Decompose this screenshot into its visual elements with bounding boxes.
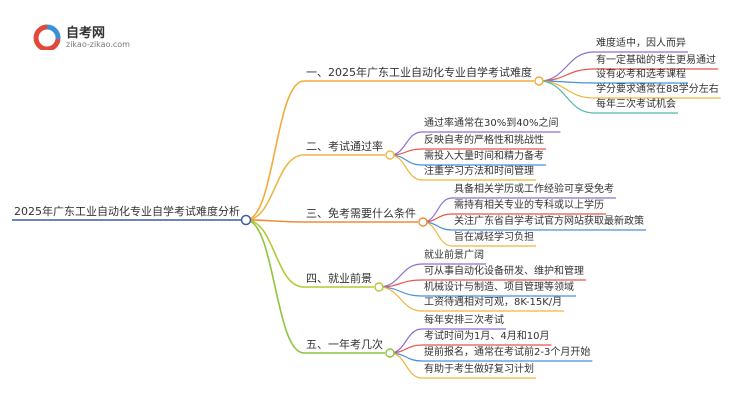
branch-3-connector <box>245 219 305 223</box>
branch-1-leaf-1-connector <box>538 51 595 82</box>
logo-icon <box>33 24 61 50</box>
branch-2-leaf-4: 注重学习方法和时间管理 <box>424 166 534 177</box>
branch-3-label: 三、免考需要什么条件 <box>306 207 416 220</box>
branch-1-label: 一、2025年广东工业自动化专业自学考试难度 <box>306 66 532 79</box>
branch-3-leaf-1: 具备相关学历或工作经验可享受免考 <box>454 184 614 195</box>
branch-4-leaf-3: 机械设计与制造、项目管理等领域 <box>424 282 574 293</box>
branch-2-node <box>385 150 395 160</box>
branch-2-leaf-4-connector <box>389 154 423 181</box>
branch-3-leaf-4: 旨在减轻学习负担 <box>454 232 534 243</box>
branch-3-node <box>418 217 428 227</box>
branch-4-label: 四、就业前景 <box>306 272 372 285</box>
branch-2-leaf-3: 需投入大量时间和精力备考 <box>424 151 544 162</box>
root-node <box>240 214 252 226</box>
branch-4-leaf-2: 可从事自动化设备研发、维护和管理 <box>424 266 584 277</box>
branch-1-node <box>534 76 544 86</box>
branch-2-connector <box>245 154 305 221</box>
branch-1-leaf-1: 难度适中，因人而异 <box>596 38 686 49</box>
root-topic: 2025年广东工业自动化专业自学考试难度分析 <box>14 205 240 218</box>
branch-1-leaf-4: 学分要求通常在88学分左右 <box>596 84 719 95</box>
branch-2-label: 二、考试通过率 <box>306 140 383 153</box>
branch-1-leaf-5: 每年三次考试机会 <box>596 99 676 110</box>
branch-4-node <box>374 282 384 292</box>
branch-1-leaf-4-connector <box>538 80 595 99</box>
branch-5-connector <box>245 219 305 354</box>
branch-4-connector <box>245 219 305 288</box>
logo: 自考网 zikao-zikao.com <box>32 22 142 52</box>
branch-5-leaf-3: 提前报名，通常在考试前2-3个月开始 <box>424 347 591 358</box>
branch-5-label: 五、一年考几次 <box>306 338 383 351</box>
logo-title: 自考网 <box>66 26 106 41</box>
branch-1-leaf-3: 设有必考和选考课程 <box>596 69 686 80</box>
branch-5-node <box>385 348 395 358</box>
branch-1-connector <box>245 80 305 221</box>
branch-5-leaf-1: 每年安排三次考试 <box>424 315 504 326</box>
branch-2-leaf-1: 通过率通常在30%到40%之间 <box>424 118 559 129</box>
branch-2-leaf-2: 反映自考的严格性和挑战性 <box>424 135 544 146</box>
branch-4-leaf-4: 工资待遇相对可观，8K-15K/月 <box>424 297 563 308</box>
branch-3-leaf-2: 需持有相关专业的专科或以上学历 <box>454 200 604 211</box>
branch-5-leaf-4: 有助于考生做好复习计划 <box>424 364 534 375</box>
branch-4-leaf-1: 就业前景广阔 <box>424 250 484 261</box>
branch-5-leaf-2: 考试时间为1月、4月和10月 <box>424 331 550 342</box>
branch-4-leaf-4-connector <box>378 286 423 312</box>
logo-subtitle: zikao-zikao.com <box>66 40 130 49</box>
branch-1-leaf-2-connector <box>538 68 595 82</box>
branch-3-leaf-3: 关注广东省自学考试官方网站获取最新政策 <box>454 216 644 227</box>
branch-1-leaf-5-connector <box>538 80 595 114</box>
branch-1-leaf-2: 有一定基础的考生更易通过 <box>596 55 716 66</box>
